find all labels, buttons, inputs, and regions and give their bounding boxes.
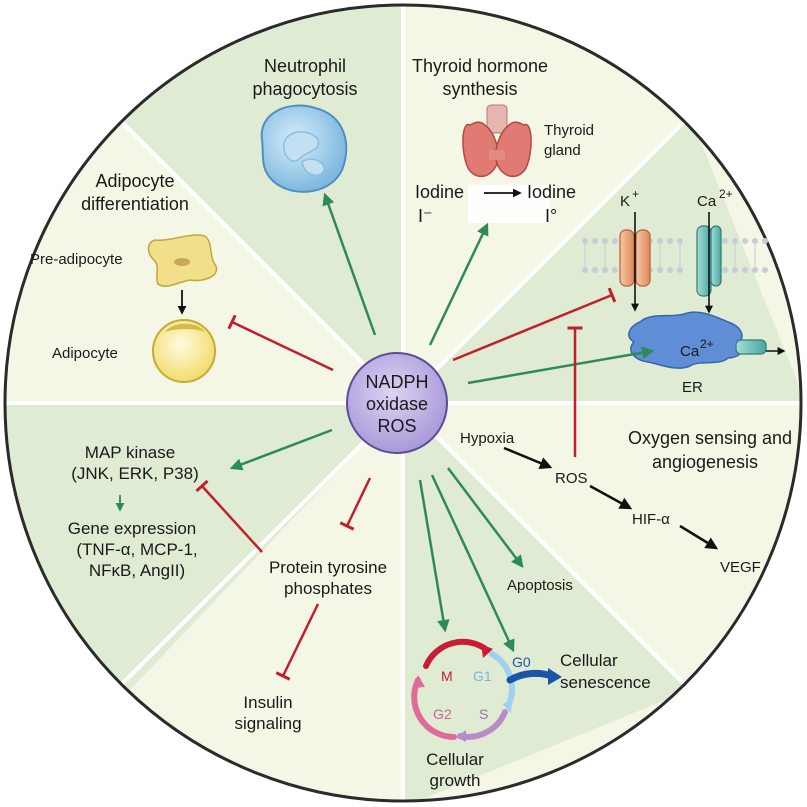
- thyroid-gland-icon: [462, 104, 532, 178]
- neutrophil-title-1: Neutrophil: [264, 56, 346, 76]
- cycle-arrowhead-m: [481, 644, 493, 658]
- er-icon: [628, 311, 767, 369]
- edge-ros-neutrophil: [322, 192, 377, 336]
- adipocyte-title-2: differentiation: [81, 194, 189, 214]
- senescence-label-1: Cellular: [560, 651, 618, 670]
- potassium-superscript: +: [632, 187, 639, 201]
- cycle-arrowhead-g1: [502, 700, 512, 713]
- center-label-2: oxidase: [366, 394, 428, 414]
- oxygen-title-2: angiogenesis: [652, 452, 758, 472]
- thyroid-title-1: Thyroid hormone: [412, 56, 548, 76]
- edge-ptp-map-kinase: [195, 479, 263, 553]
- cycle-label-g1: G1: [473, 668, 492, 684]
- adipocyte-cap: [165, 323, 205, 332]
- sector-dividers: [5, 5, 801, 801]
- edge-ros-map-kinase: [229, 428, 333, 471]
- pre-adipocyte-label: Pre-adipocyte: [30, 251, 123, 268]
- cell-membrane: [582, 238, 768, 273]
- calcium-label: Ca: [697, 193, 717, 210]
- thyroid-title-2: synthesis: [442, 79, 517, 99]
- senescence-label-2: senescence: [560, 673, 651, 692]
- gene-expression-label-3: NFκB, AngII): [89, 561, 185, 580]
- hypoxia-label: Hypoxia: [460, 430, 515, 447]
- cycle-arrowhead-g0: [548, 668, 562, 685]
- cycle-label-g2: G2: [433, 706, 452, 722]
- ptp-label-1: Protein tyrosine: [269, 558, 387, 577]
- iodine-left-label: Iodine: [415, 182, 464, 202]
- edge-ros-ptp: [339, 477, 372, 531]
- er-label: ER: [682, 379, 703, 396]
- gene-expression-label-1: Gene expression: [68, 519, 197, 538]
- cycle-phase-g2: [411, 677, 457, 740]
- thyroid-gland-label-1: Thyroid: [544, 122, 594, 139]
- sector-neutrophil: [5, 5, 403, 403]
- hif-label: HIF-α: [632, 511, 670, 528]
- potassium-channel-icon: [619, 229, 651, 287]
- neutrophil-cell-icon: [260, 104, 348, 193]
- growth-label-1: Cellular: [426, 750, 484, 769]
- iodine-right-symbol: I°: [545, 206, 557, 226]
- cycle-label-m: M: [441, 668, 453, 684]
- center-label-3: ROS: [377, 416, 416, 436]
- calcium-channel-icon: [696, 225, 722, 297]
- sector-ptp: [130, 403, 403, 801]
- ptp-label-2: phosphates: [284, 579, 372, 598]
- oxygen-ros-label: ROS: [555, 470, 588, 487]
- center-node: [346, 352, 448, 454]
- cycle-label-s: S: [479, 706, 488, 722]
- iodine-box: [468, 185, 550, 223]
- neutrophil-title-2: phagocytosis: [252, 79, 357, 99]
- growth-label-2: growth: [429, 771, 480, 790]
- cycle-phase-m: [423, 638, 490, 669]
- outer-ring: [3, 3, 803, 803]
- er-calcium-label: Ca: [680, 343, 700, 360]
- edge-hypoxia-ros: [503, 446, 553, 469]
- cycle-arrowhead-s: [456, 730, 466, 742]
- insulin-label-2: signaling: [234, 714, 301, 733]
- cycle-arrowhead-g2: [413, 675, 425, 688]
- adipocyte-icon: [152, 319, 216, 383]
- edge-ptp-insulin: [275, 603, 320, 681]
- map-kinase-label-2: (JNK, ERK, P38): [71, 464, 199, 483]
- center-label-1: NADPH: [365, 372, 428, 392]
- edge-ros-adipocyte: [227, 314, 334, 372]
- thyroid-gland-label-2: gland: [544, 142, 581, 159]
- insulin-label-1: Insulin: [243, 693, 292, 712]
- vegf-label: VEGF: [720, 559, 761, 576]
- edge-hif-vegf: [679, 524, 719, 550]
- iodine-left-symbol: I⁻: [418, 206, 433, 226]
- gene-expression-label-2: (TNF-α, MCP-1,: [76, 540, 197, 559]
- iodine-right-label: Iodine: [527, 182, 576, 202]
- edge-ros-er: [467, 346, 655, 385]
- er-calcium-superscript: 2+: [700, 337, 714, 351]
- map-kinase-label-1: MAP kinase: [85, 443, 175, 462]
- adipocyte-title-1: Adipocyte: [95, 171, 174, 191]
- edge-ros-senescence: [430, 474, 515, 653]
- apoptosis-label: Apoptosis: [507, 577, 573, 594]
- cycle-label-g0: G0: [512, 654, 531, 670]
- calcium-superscript: 2+: [719, 187, 733, 201]
- edge-ros-hif: [589, 484, 633, 510]
- edge-ros-potassium-channel: [452, 287, 617, 362]
- edge-ros-growth: [418, 479, 450, 633]
- edge-ros-apoptosis: [447, 467, 524, 568]
- pre-adipocyte-nucleus: [174, 258, 190, 266]
- edge-ros-thyroid: [428, 222, 489, 346]
- oxygen-title-1: Oxygen sensing and: [628, 428, 792, 448]
- potassium-label: K: [620, 193, 630, 210]
- adipocyte-label: Adipocyte: [52, 345, 118, 362]
